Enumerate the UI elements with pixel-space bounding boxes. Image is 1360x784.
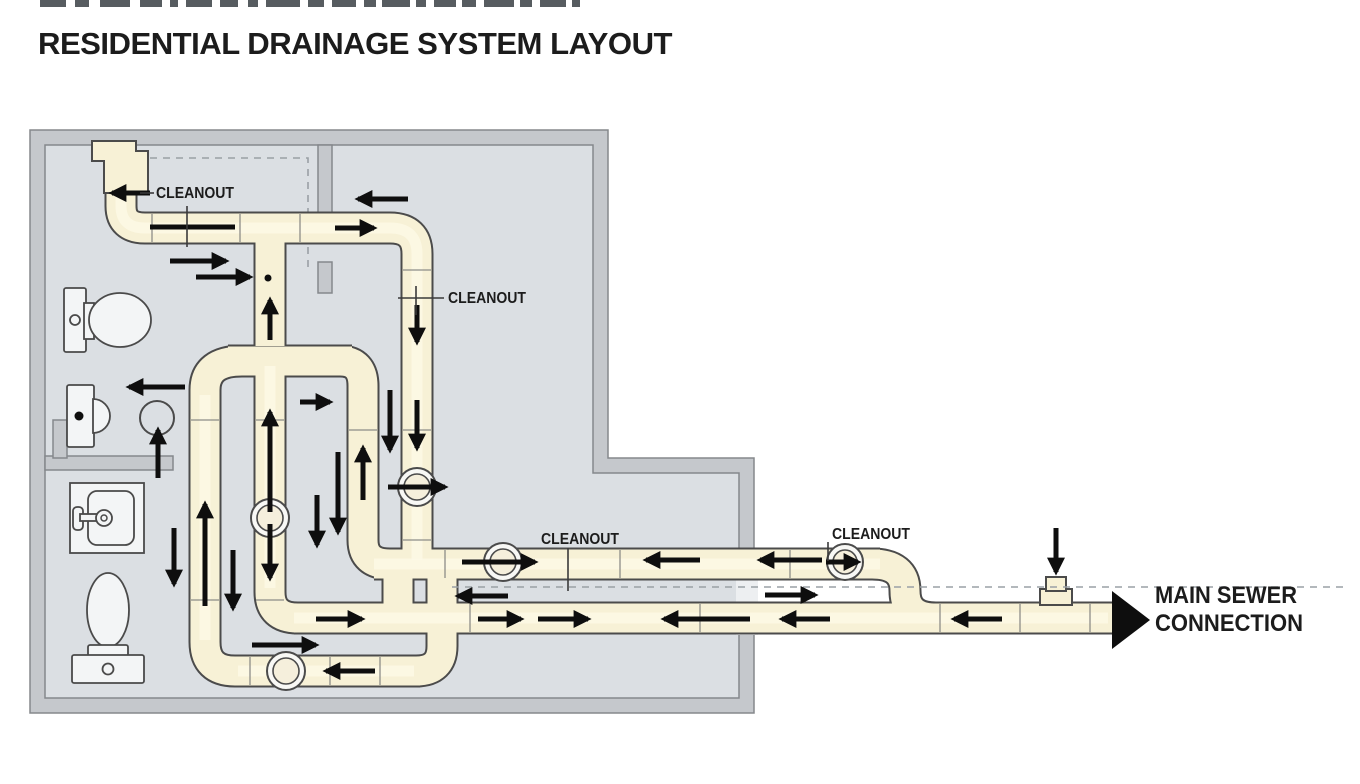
dashed-vent-line-top (150, 157, 309, 268)
toilet-lower-icon (71, 572, 145, 684)
sink-icon (69, 482, 145, 554)
pipe-fills (106, 191, 1112, 686)
urinal-icon (66, 384, 111, 448)
cleanout-label-2: CLEANOUT (448, 290, 526, 307)
toilet-upper-icon (63, 287, 152, 353)
cleanout-label-3: CLEANOUT (541, 531, 619, 548)
cleanout-label-4: CLEANOUT (832, 526, 910, 543)
floor-drain-icon (139, 400, 175, 436)
main-sewer-connection: MAIN SEWER CONNECTION (1112, 582, 1303, 649)
sewer-stub-cap (1039, 576, 1073, 606)
cleanout-cap-icon (266, 651, 306, 691)
flow-arrows (108, 184, 1065, 680)
interior-wall-left-bath (44, 455, 174, 471)
cropped-text-remnant (40, 0, 580, 7)
cleanout-labels: CLEANOUT CLEANOUT CLEANOUT CLEANOUT (140, 185, 910, 591)
sewer-direction-arrow-icon (1112, 591, 1150, 649)
interior-wall-top-bath (317, 144, 333, 214)
cleanout-label-1: CLEANOUT (156, 185, 234, 202)
pipe-dot (264, 274, 272, 282)
building-outer-wall (29, 129, 755, 714)
sewer-label-line2: CONNECTION (1155, 610, 1303, 637)
interior-wall-left-bath-return (52, 419, 68, 459)
pipe-network (91, 140, 1112, 688)
sewer-label-line1: MAIN SEWER (1155, 582, 1297, 609)
page-title: RESIDENTIAL DRAINAGE SYSTEM LAYOUT (38, 26, 673, 61)
interior-wall-top-bath-stub (317, 261, 333, 294)
